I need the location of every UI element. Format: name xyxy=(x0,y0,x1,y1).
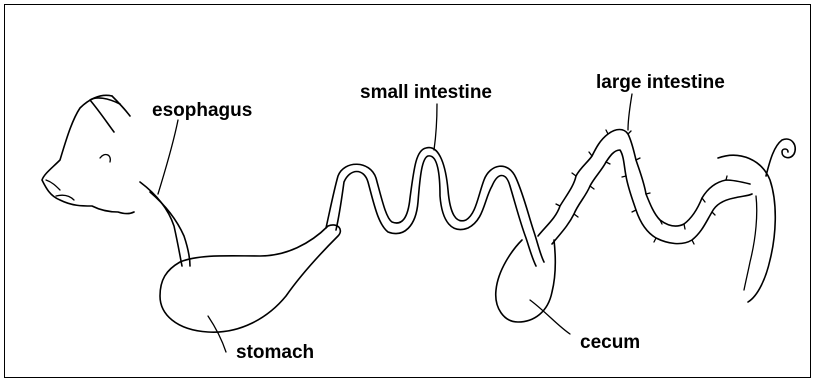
cecum-label: cecum xyxy=(580,332,640,353)
pig-tail xyxy=(766,139,795,176)
pig-hindquarter-inner xyxy=(744,196,757,290)
small-intestine-label: small intestine xyxy=(360,82,492,103)
esophagus-tube-inner xyxy=(150,192,190,266)
large-intestine-inner xyxy=(552,150,752,244)
pig-eye xyxy=(100,155,110,162)
cecum-outline xyxy=(496,240,556,322)
esophagus-label: esophagus xyxy=(152,100,252,121)
esophagus-tube xyxy=(140,182,182,266)
large-intestine-bumps xyxy=(556,130,727,244)
stomach-label: stomach xyxy=(236,342,314,363)
pig-ear-inner xyxy=(112,96,130,116)
stomach-outline xyxy=(160,225,340,332)
small-intestine-outer xyxy=(326,148,544,262)
small-intestine-pointer xyxy=(434,104,437,150)
pig-ear-outer xyxy=(90,98,120,132)
stomach-pointer xyxy=(208,316,226,352)
esophagus-pointer xyxy=(158,120,178,194)
large-intestine-pointer xyxy=(628,94,632,130)
pig-snout xyxy=(46,180,60,190)
large-intestine-label: large intestine xyxy=(596,72,725,93)
small-intestine-inner xyxy=(336,156,536,266)
